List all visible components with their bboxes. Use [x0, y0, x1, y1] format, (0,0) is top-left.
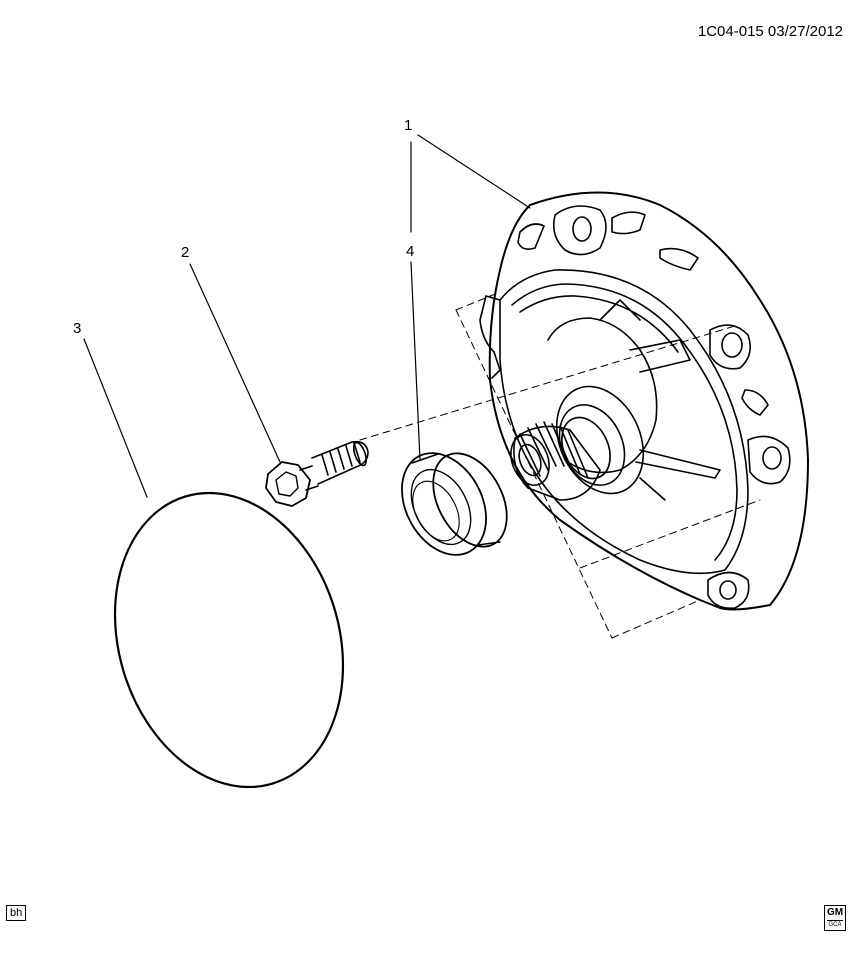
- leader-line-2: [189, 263, 281, 463]
- flange-bolt[interactable]: [265, 440, 369, 507]
- callout-1: 1: [404, 117, 413, 134]
- gm-logo-mark: GM: [826, 907, 844, 918]
- callout-4: 4: [406, 243, 415, 260]
- leader-line-3: [83, 338, 148, 498]
- callout-2: 2: [181, 244, 190, 261]
- gm-logo-sub: GCA: [827, 920, 843, 928]
- o-ring-seal[interactable]: [80, 464, 378, 815]
- gm-logo: GM GCA: [824, 905, 846, 931]
- oil-seal[interactable]: [385, 438, 522, 569]
- document-reference: 1C04-015 03/27/2012: [697, 23, 843, 40]
- pump-assembly[interactable]: [479, 191, 809, 611]
- callout-3: 3: [73, 320, 82, 337]
- leader-line-1: [417, 134, 531, 209]
- illustrator-tag: bh: [6, 905, 27, 921]
- leader-line-4: [410, 261, 421, 461]
- bolt-alignment-line: [359, 324, 739, 441]
